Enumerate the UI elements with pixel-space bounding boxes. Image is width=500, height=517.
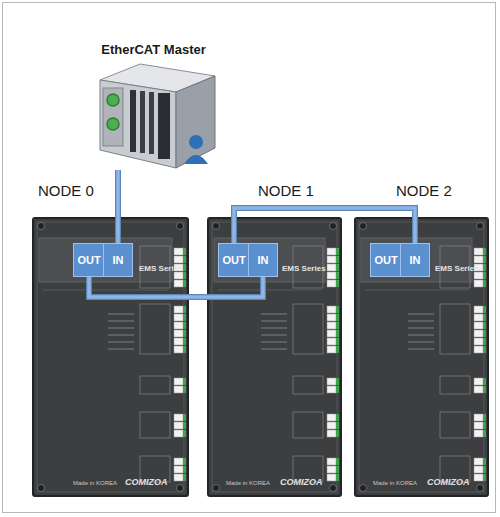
port-label: IN	[258, 254, 269, 266]
node-heading: NODE 0	[38, 182, 94, 199]
servo-drive	[355, 218, 488, 496]
ethercat-cable	[118, 170, 119, 243]
brand-name: COMIZOA	[427, 477, 470, 487]
port-label: OUT	[222, 254, 245, 266]
cable-core	[89, 277, 263, 297]
cable-core	[116, 170, 120, 243]
port-box: IN	[248, 243, 278, 277]
brand-name: COMIZOA	[280, 477, 323, 487]
servo-drive	[208, 218, 341, 496]
origin-mark: Made in KOREA	[373, 480, 417, 486]
port-label: IN	[113, 254, 124, 266]
series-name: EMS Series	[282, 264, 326, 273]
origin-mark: Made in KOREA	[73, 480, 117, 486]
slave-node: NODE 1OUTIN	[208, 218, 341, 496]
port-label: OUT	[77, 254, 100, 266]
series-name: EMS Series	[139, 264, 183, 273]
series-name: EMS Series	[435, 264, 479, 273]
cable-outline	[115, 170, 121, 243]
slave-node: NODE 0OUTIN	[33, 218, 188, 496]
ethercat-cable	[89, 277, 263, 297]
port-box: OUT	[73, 243, 105, 277]
cable-core	[234, 208, 415, 243]
origin-mark: Made in KOREA	[226, 480, 270, 486]
port-label: OUT	[374, 254, 397, 266]
ethercat-master: EtherCAT Master	[92, 65, 215, 170]
node-heading: NODE 1	[258, 182, 314, 199]
node-heading: NODE 2	[396, 182, 452, 199]
port-box: IN	[400, 243, 430, 277]
server-icon	[100, 64, 215, 168]
cable-outline	[234, 208, 415, 243]
slave-node: NODE 2OUTIN	[355, 218, 488, 496]
cable-outline	[89, 277, 263, 297]
port-box: IN	[103, 243, 133, 277]
brand-name: COMIZOA	[125, 477, 168, 487]
master-title: EtherCAT Master	[101, 42, 206, 57]
servo-drive	[33, 218, 188, 496]
ethercat-cable	[234, 208, 415, 243]
port-box: OUT	[218, 243, 250, 277]
port-label: IN	[410, 254, 421, 266]
port-box: OUT	[370, 243, 402, 277]
